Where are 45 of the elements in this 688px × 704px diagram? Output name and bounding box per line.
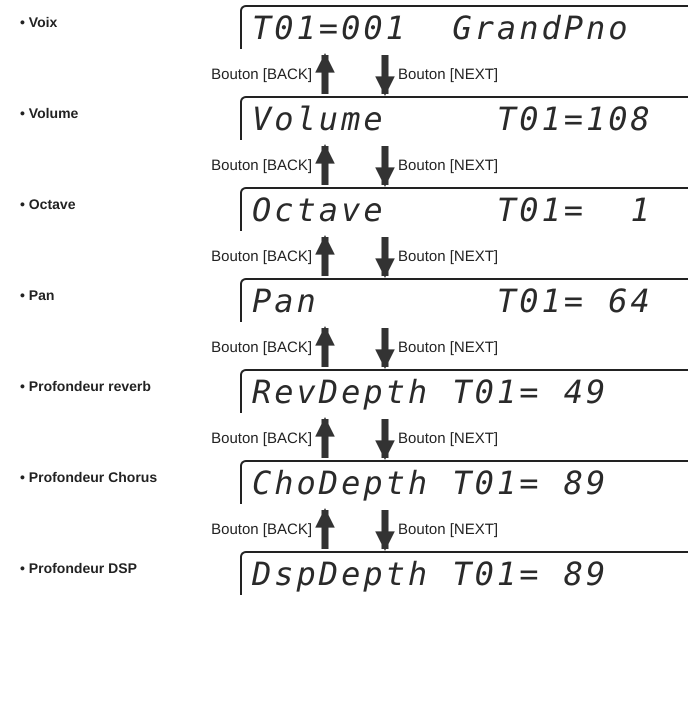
parameter-label: • Octave [20, 195, 76, 214]
lcd-text: T01=001 GrandPno [252, 8, 631, 48]
arrow [375, 510, 395, 551]
lcd-display [240, 369, 688, 413]
lcd-display [240, 551, 688, 595]
lcd-display [240, 187, 688, 231]
edge-label: Bouton [BACK] [211, 157, 312, 175]
lcd-text: ChoDepth T01= 89 [252, 463, 608, 503]
edge-label: Bouton [BACK] [211, 248, 312, 266]
lcd-text: RevDepth T01= 49 [252, 372, 608, 412]
edge-label: Bouton [BACK] [211, 430, 312, 448]
arrow [315, 235, 335, 276]
parameter-label: • Profondeur reverb [20, 377, 151, 396]
arrow [375, 237, 395, 278]
arrow [375, 328, 395, 369]
lcd-text: Octave T01= 1 [252, 190, 653, 230]
parameter-label: • Voix [20, 13, 58, 32]
edge-label: Bouton [NEXT] [398, 66, 498, 84]
parameter-label: • Profondeur DSP [20, 559, 137, 578]
parameter-label: • Profondeur Chorus [20, 468, 158, 487]
arrow [375, 55, 395, 96]
edge-label: Bouton [NEXT] [398, 339, 498, 357]
parameter-label: • Pan [20, 286, 54, 305]
lcd-display [240, 278, 688, 322]
lcd-display [240, 96, 688, 140]
edge-label: Bouton [BACK] [211, 66, 312, 84]
lcd-display [240, 460, 688, 504]
lcd-display [240, 5, 688, 49]
edge-label: Bouton [BACK] [211, 521, 312, 539]
edge-label: Bouton [NEXT] [398, 157, 498, 175]
edge-label: Bouton [NEXT] [398, 430, 498, 448]
arrow [315, 326, 335, 367]
edge-label: Bouton [NEXT] [398, 521, 498, 539]
parameter-label: • Volume [20, 104, 78, 123]
edge-label: Bouton [BACK] [211, 339, 312, 357]
edge-label: Bouton [NEXT] [398, 248, 498, 266]
arrow [315, 508, 335, 549]
arrow [375, 146, 395, 187]
lcd-text: Pan T01= 64 [252, 281, 653, 321]
lcd-text: Volume T01=108 [252, 99, 653, 139]
arrow [315, 417, 335, 458]
lcd-text: DspDepth T01= 89 [252, 554, 608, 594]
arrow [315, 144, 335, 185]
arrow [375, 419, 395, 460]
arrow [315, 53, 335, 94]
